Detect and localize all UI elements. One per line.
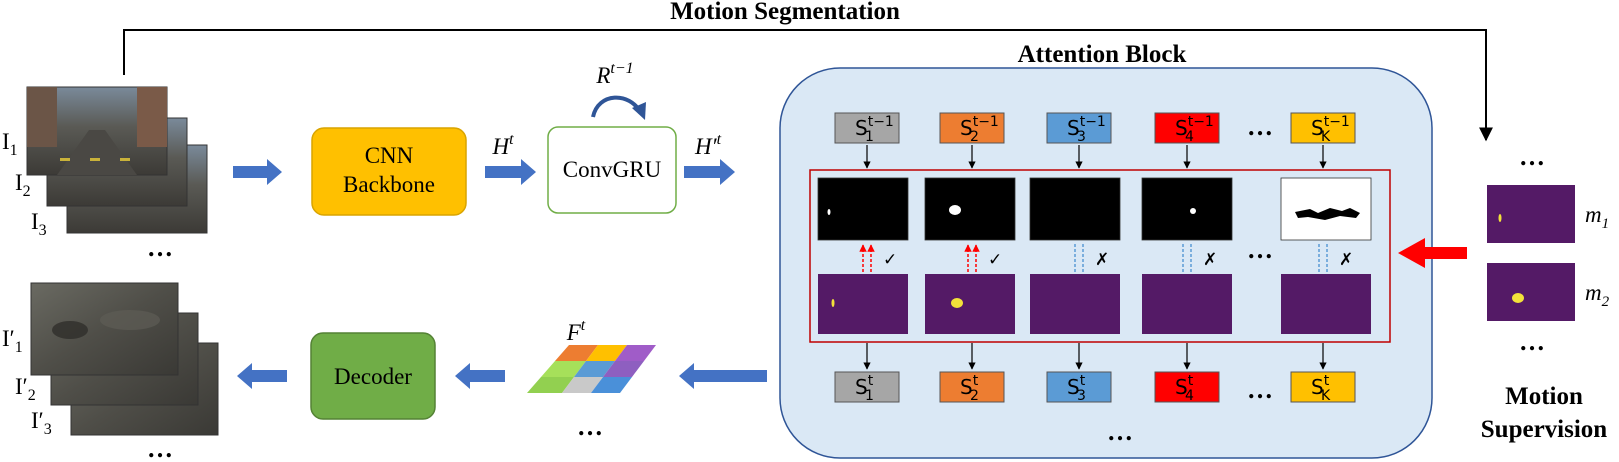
- supervision-mask-2: [1487, 263, 1575, 321]
- arrow-input-to-cnn: [233, 159, 282, 185]
- slot-mask-2: [925, 274, 1015, 334]
- feature-map: [527, 345, 656, 393]
- match-pair-5: ✗: [1280, 177, 1372, 334]
- match-mark-3: ✗: [1095, 250, 1109, 270]
- recurrent-loop-arrow: [591, 95, 646, 120]
- input-label-3: I3: [31, 209, 47, 239]
- slot-mask-1: [818, 274, 908, 334]
- input-frame-front: [26, 86, 168, 176]
- slot-flow-arrows: [863, 145, 1327, 370]
- supervision-mask-label-2: m2: [1585, 280, 1610, 310]
- motion-segmentation-path: [123, 29, 1493, 142]
- supervision-bottom-ellipsis: …: [1519, 327, 1545, 356]
- slots-next-ellipsis: …: [1247, 375, 1273, 404]
- recurrent-state-label: Rt−1: [595, 60, 633, 88]
- binary-mask-1: [817, 177, 909, 241]
- match-mark-4: ✗: [1203, 250, 1217, 270]
- slot-mask-matching: ✓ ✓ ✗ ✗ ✗: [817, 177, 1372, 334]
- input-label-2: I2: [15, 170, 31, 200]
- cnn-backbone-block: CNN Backbone: [311, 127, 467, 216]
- output-label-3: I′3: [31, 408, 52, 438]
- motion-supervision-title-line2: Supervision: [1481, 416, 1608, 443]
- match-pair-1: ✓: [817, 177, 909, 334]
- binary-mask-4: [1141, 177, 1233, 241]
- arrow-decoder-to-output: [237, 363, 287, 389]
- hidden-prime-label: H′t: [694, 131, 722, 159]
- slot-mask-4: [1142, 274, 1232, 334]
- arrow-convgru-to-attention: [684, 159, 735, 185]
- convgru-block: ConvGRU: [547, 126, 677, 214]
- match-mark-1: ✓: [883, 250, 897, 270]
- arrow-features-to-decoder: [455, 363, 505, 389]
- matching-region: [809, 169, 1391, 343]
- hidden-state-label: Ht: [491, 131, 514, 159]
- input-frame-stack: [26, 86, 208, 234]
- arrow-cnn-to-convgru: [485, 159, 536, 185]
- decoder-label: Decoder: [334, 364, 412, 389]
- match-pair-2: ✓: [924, 177, 1016, 334]
- output-ellipsis: …: [147, 434, 173, 462]
- output-label-2: I′2: [15, 374, 36, 404]
- output-label-1: I′1: [2, 326, 23, 356]
- binary-mask-3: [1029, 177, 1121, 241]
- slot-mask-5: [1281, 274, 1371, 334]
- arrow-attention-to-features: [679, 363, 767, 389]
- output-frame-stack: [30, 282, 219, 436]
- slot-mask-3: [1030, 274, 1120, 334]
- masks-ellipsis: …: [1247, 235, 1273, 264]
- motion-segmentation-title: Motion Segmentation: [670, 0, 900, 25]
- supervision-mask-label-1: m1: [1585, 202, 1609, 232]
- input-ellipsis: …: [147, 233, 173, 262]
- supervision-red-arrow: [1398, 238, 1467, 268]
- motion-supervision-title-line1: Motion: [1505, 383, 1583, 410]
- attention-block: [779, 67, 1433, 459]
- convgru-label: ConvGRU: [563, 157, 662, 182]
- match-pair-3: ✗: [1029, 177, 1121, 334]
- supervision-mask-1: [1487, 185, 1575, 243]
- input-label-1: I1: [2, 129, 18, 159]
- supervision-top-ellipsis: …: [1519, 142, 1545, 171]
- decoder-block: Decoder: [310, 332, 436, 420]
- attention-bottom-ellipsis: …: [1107, 417, 1133, 446]
- binary-mask-5: [1280, 177, 1372, 241]
- feature-label: Ft: [566, 317, 586, 345]
- attention-block-title: Attention Block: [1018, 41, 1187, 68]
- match-mark-2: ✓: [988, 250, 1002, 270]
- match-mark-5: ✗: [1339, 250, 1353, 270]
- cnn-label-line2: Backbone: [343, 172, 435, 197]
- slots-prev-ellipsis: …: [1247, 112, 1273, 141]
- binary-mask-2: [924, 177, 1016, 241]
- feature-ellipsis: …: [577, 412, 603, 441]
- cnn-label-line1: CNN: [365, 143, 414, 168]
- match-pair-4: ✗: [1141, 177, 1233, 334]
